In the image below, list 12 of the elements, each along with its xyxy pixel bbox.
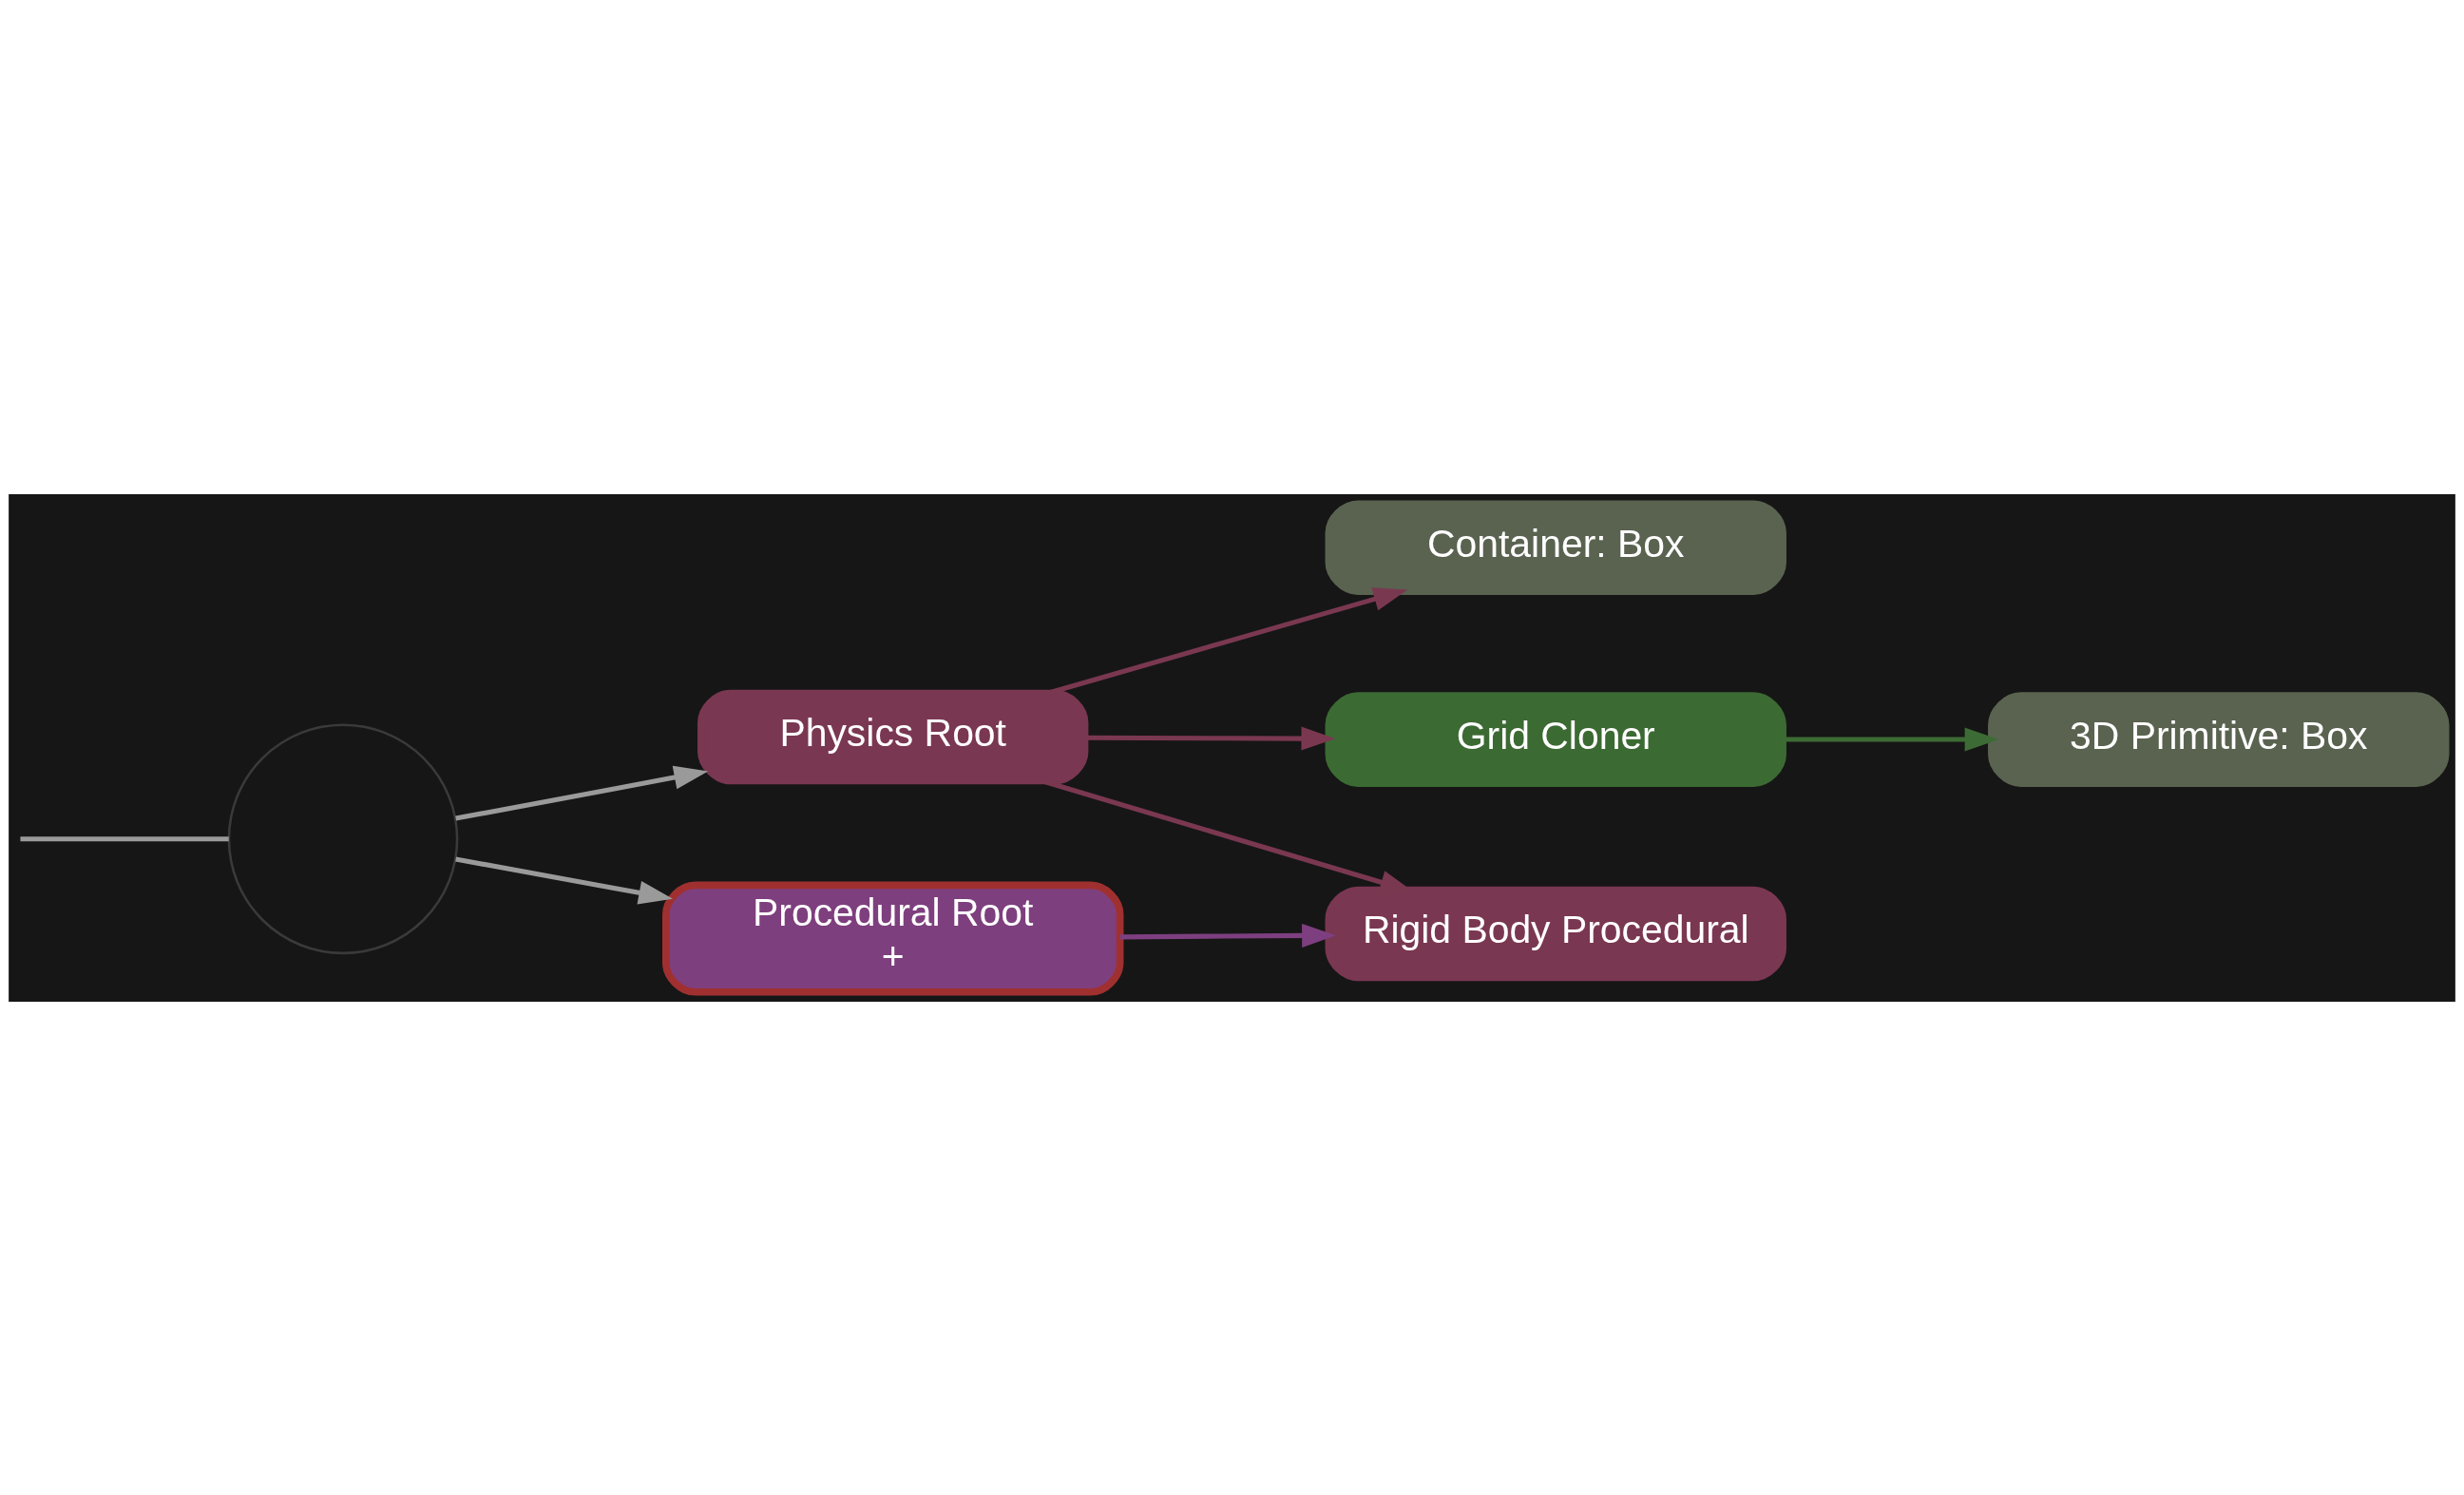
node-box: Procedural Root + [662, 881, 1124, 996]
arrow [455, 856, 674, 905]
connector [20, 835, 229, 841]
node-box: Grid Cloner [1325, 691, 1786, 787]
arrow [455, 765, 709, 821]
arrow [1119, 923, 1336, 948]
node-box: Container: Box [1325, 499, 1786, 595]
node-circle [227, 722, 459, 954]
arrow [1783, 727, 1999, 752]
node-box: Physics Root [697, 689, 1089, 784]
node-box: 3D Primitive: Box [1988, 691, 2450, 787]
node-box: Rigid Body Procedural [1325, 886, 1786, 981]
